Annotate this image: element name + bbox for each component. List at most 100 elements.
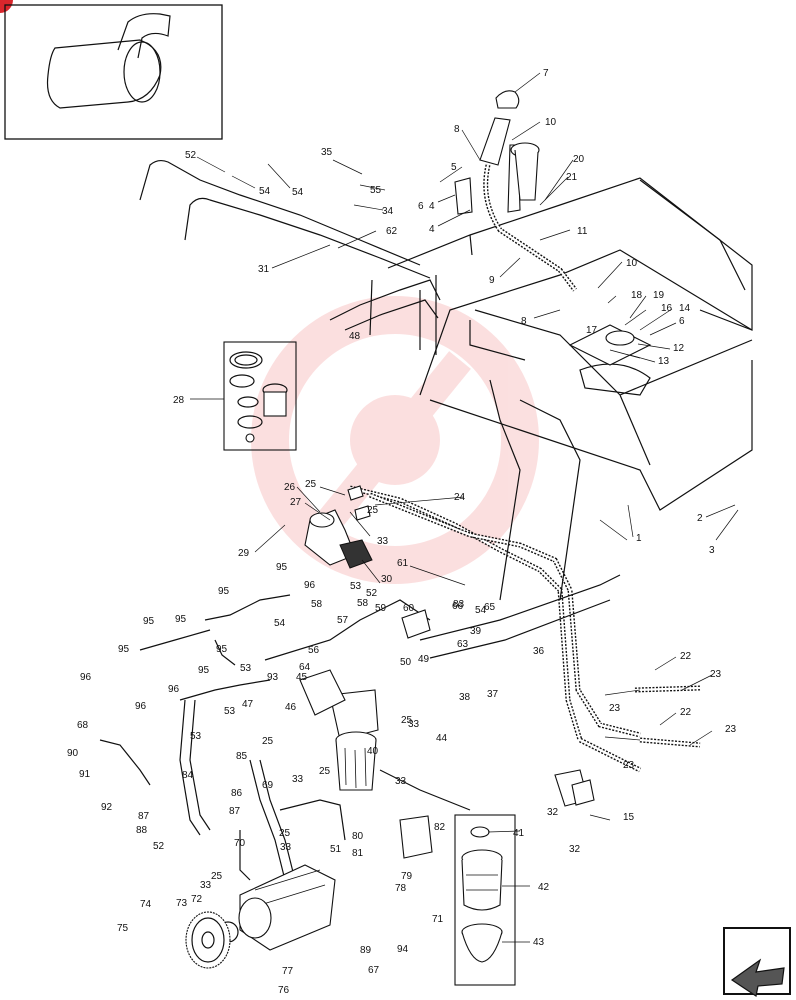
callout-label: 95 (216, 644, 228, 655)
callout-label: 5 (451, 162, 457, 173)
callout-label: 73 (176, 898, 188, 909)
callout-label: 70 (234, 838, 246, 849)
callout-label: 52 (366, 588, 378, 599)
callout-label: 88 (136, 825, 148, 836)
callout-label: 25 (305, 479, 317, 490)
callout-label: 53 (190, 731, 202, 742)
callout-label: 55 (370, 185, 382, 196)
callout-label: 53 (240, 663, 252, 674)
callout-label: 6 (679, 316, 685, 327)
sediment-bowl (454, 814, 516, 986)
callout-label: 54 (475, 605, 487, 616)
callout-label: 6 (418, 201, 424, 212)
callout-label: 8 (521, 316, 527, 327)
callout-label: 54 (274, 618, 286, 629)
callout-label: 12 (673, 343, 685, 354)
injection-pump (217, 864, 336, 951)
callout-label: 33 (292, 774, 304, 785)
upper-pipes (139, 159, 441, 355)
callout-label: 83 (453, 599, 465, 610)
callout-label: 96 (168, 684, 180, 695)
callout-label: 57 (337, 615, 349, 626)
callout-label: 23 (609, 703, 621, 714)
callout-label: 4 (429, 201, 435, 212)
callout-label: 60 (403, 603, 415, 614)
callout-label: 74 (140, 899, 152, 910)
callout-label: 31 (258, 264, 270, 275)
callout-label: 38 (459, 692, 471, 703)
callout-label: 63 (457, 639, 469, 650)
callout-label: 41 (513, 828, 525, 839)
callout-label: 66 (452, 601, 464, 612)
fuel-filter-assembly (299, 669, 433, 859)
callout-label: 13 (658, 356, 670, 367)
callout-label: 45 (296, 672, 308, 683)
callout-label: 25 (367, 505, 379, 516)
callout-label: 32 (569, 844, 581, 855)
callout-label: 9 (489, 275, 495, 286)
callout-label: 17 (586, 325, 598, 336)
callout-label: 23 (725, 724, 737, 735)
callout-label: 48 (349, 331, 361, 342)
callout-label: 32 (547, 807, 559, 818)
callout-label: 56 (308, 645, 320, 656)
callout-label: 35 (321, 147, 333, 158)
callout-label: 95 (143, 616, 155, 627)
callout-label: 40 (367, 746, 379, 757)
callout-label: 65 (484, 602, 496, 613)
callout-label: 23 (623, 760, 635, 771)
callout-label: 22 (680, 651, 692, 662)
callout-label: 37 (487, 689, 499, 700)
callout-label: 51 (330, 844, 342, 855)
callout-label: 90 (67, 748, 79, 759)
callout-label: 50 (400, 657, 412, 668)
lift-pump (304, 485, 373, 569)
callout-label: 68 (77, 720, 89, 731)
callout-label: 75 (117, 923, 129, 934)
callout-label: 52 (185, 150, 197, 161)
callout-label: 85 (236, 751, 248, 762)
callout-label: 80 (352, 831, 364, 842)
callout-label: 47 (242, 699, 254, 710)
right-fittings (401, 609, 595, 807)
callout-label: 94 (397, 944, 409, 955)
callout-label: 71 (432, 914, 444, 925)
callout-label: 72 (191, 894, 203, 905)
callout-label: 21 (566, 172, 578, 183)
callout-label: 23 (710, 669, 722, 680)
callout-label: 22 (680, 707, 692, 718)
callout-label: 95 (118, 644, 130, 655)
callout-label: 36 (533, 646, 545, 657)
callout-label: 46 (285, 702, 297, 713)
muffler-inset (4, 4, 223, 140)
next-page-arrow-icon[interactable] (723, 927, 791, 997)
callout-label: 95 (276, 562, 288, 573)
callout-label: 7 (543, 68, 549, 79)
callout-label: 96 (80, 672, 92, 683)
callout-label: 59 (375, 603, 387, 614)
callout-label: 64 (299, 662, 311, 673)
callout-label: 18 (631, 290, 643, 301)
callout-label: 4 (429, 224, 435, 235)
callout-label: 76 (278, 985, 290, 996)
callout-label: 53 (224, 706, 236, 717)
braided-fuel-lines (349, 485, 701, 773)
watermark-logo-icon (251, 296, 539, 584)
callout-label: 2 (697, 513, 703, 524)
callout-label: 25 (279, 828, 291, 839)
filler-neck (454, 90, 577, 292)
callout-label: 8 (454, 124, 460, 135)
callout-label: 43 (533, 937, 545, 948)
injector-lines (99, 594, 471, 881)
callout-label: 33 (377, 536, 389, 547)
callout-label: 3 (709, 545, 715, 556)
callout-label: 29 (238, 548, 250, 559)
callout-label: 15 (623, 812, 635, 823)
callout-label: 87 (229, 806, 241, 817)
callout-label: 87 (138, 811, 150, 822)
leader-lines (190, 72, 739, 943)
callout-label: 84 (182, 770, 194, 781)
callout-label: 26 (284, 482, 296, 493)
callout-label: 10 (545, 117, 557, 128)
callout-label: 58 (311, 599, 323, 610)
